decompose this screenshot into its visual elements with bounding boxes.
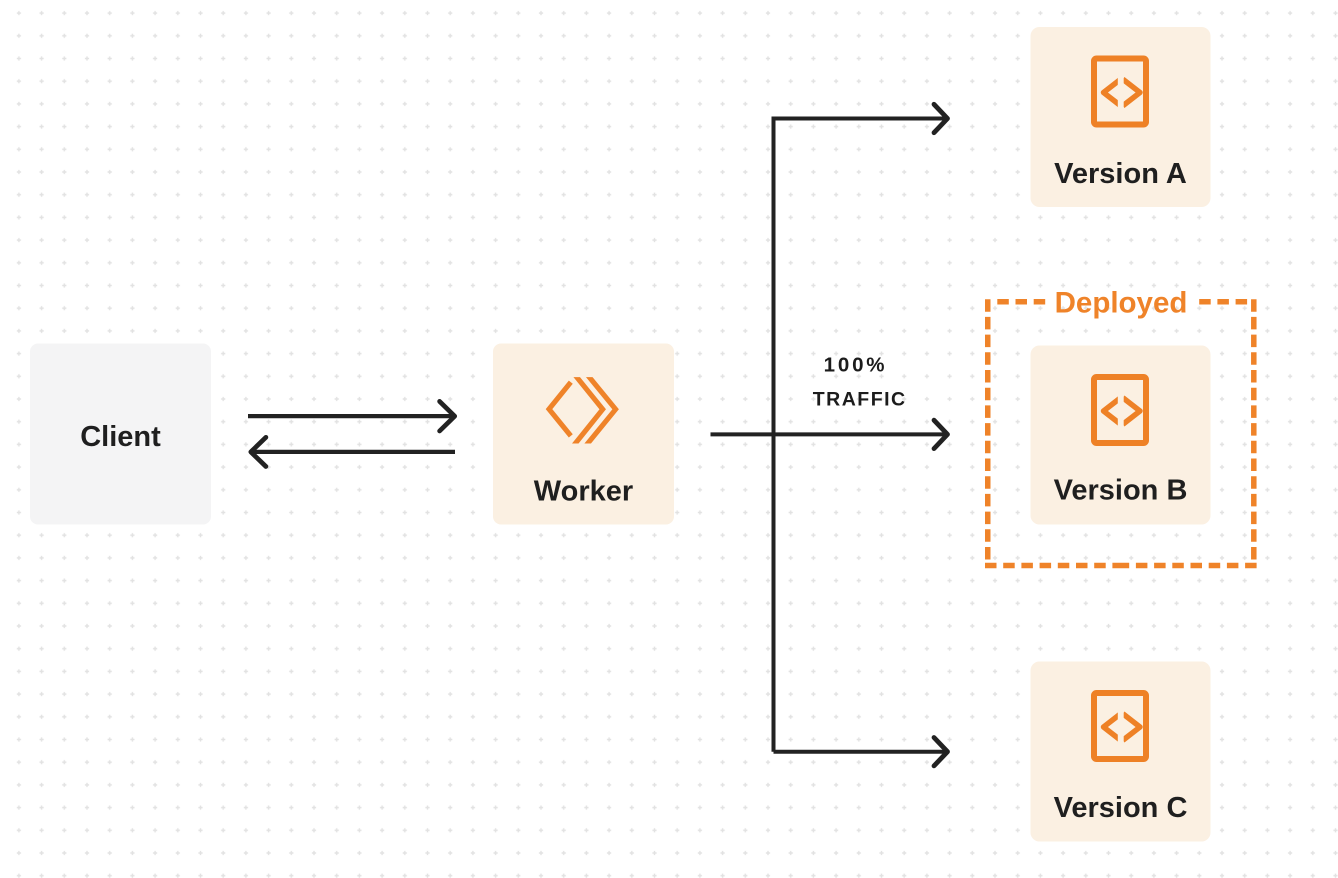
svg-text:Worker: Worker (534, 476, 633, 508)
svg-text:TRAFFIC: TRAFFIC (813, 389, 907, 411)
svg-text:Version B: Version B (1054, 474, 1188, 506)
svg-text:Version C: Version C (1054, 792, 1188, 824)
svg-text:Client: Client (80, 421, 161, 453)
svg-text:100%: 100% (824, 354, 888, 377)
svg-text:Version A: Version A (1054, 158, 1187, 190)
svg-text:Deployed: Deployed (1055, 286, 1188, 319)
